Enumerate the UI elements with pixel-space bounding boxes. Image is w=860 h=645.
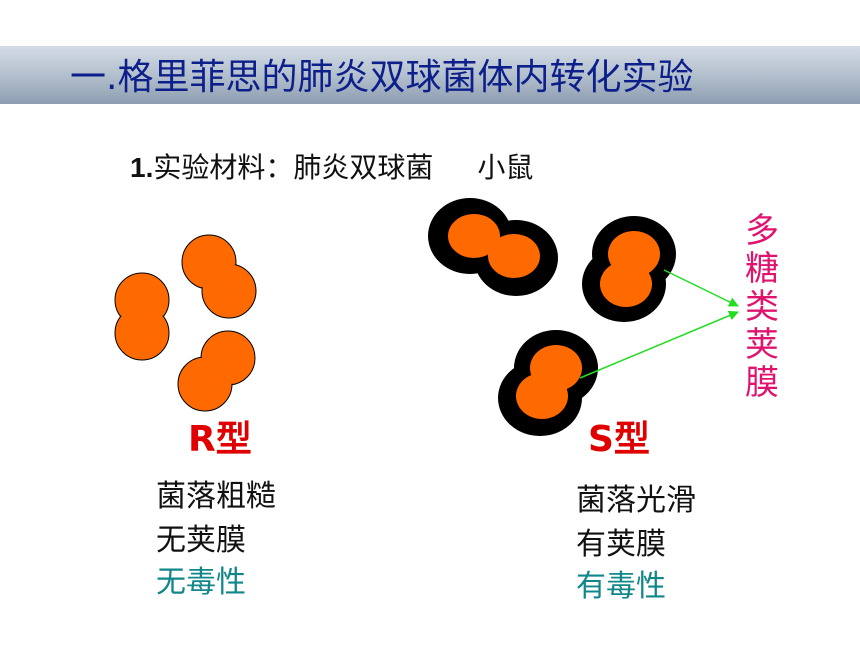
materials-number: 1.	[130, 152, 154, 183]
capsule-label: 多 糖 类 荚 膜	[742, 212, 782, 402]
s-type-toxicity: 有毒性	[576, 569, 666, 604]
s-type-capsule: 有荚膜	[576, 527, 666, 562]
s-type-bacterium-bottom	[498, 330, 598, 436]
materials-mouse: 小鼠	[477, 151, 534, 184]
r-type-colony: 菌落粗糙	[156, 479, 276, 514]
capsule-label-char: 荚	[745, 325, 779, 365]
r-type-capsule: 无荚膜	[156, 523, 246, 558]
page-title: 一.格里菲思的肺炎双球菌体内转化实验	[70, 57, 694, 98]
capsule-arrow-upper	[663, 269, 739, 307]
title-bar	[0, 46, 860, 104]
r-type-bacterium-bottom	[177, 330, 256, 412]
capsule-label-char: 糖	[745, 249, 779, 289]
r-type-bacterium-top	[181, 234, 257, 319]
capsule-label-char: 类	[745, 287, 779, 327]
s-type-bacterium-right	[582, 216, 676, 322]
s-type-colony: 菌落光滑	[576, 483, 696, 518]
r-type-label: R型	[188, 419, 252, 460]
materials-line: 1.实验材料：肺炎双球菌 小鼠	[130, 148, 533, 188]
materials-label: 实验材料：肺炎双球菌	[153, 151, 434, 184]
s-type-bacterium-top-left	[428, 198, 558, 296]
capsule-label-char: 多	[745, 211, 779, 251]
capsule-arrow-lower	[579, 310, 739, 379]
s-type-label: S型	[588, 419, 650, 460]
capsule-label-char: 膜	[745, 363, 779, 403]
r-type-bacterium-left	[114, 272, 170, 361]
r-type-toxicity: 无毒性	[156, 565, 246, 600]
